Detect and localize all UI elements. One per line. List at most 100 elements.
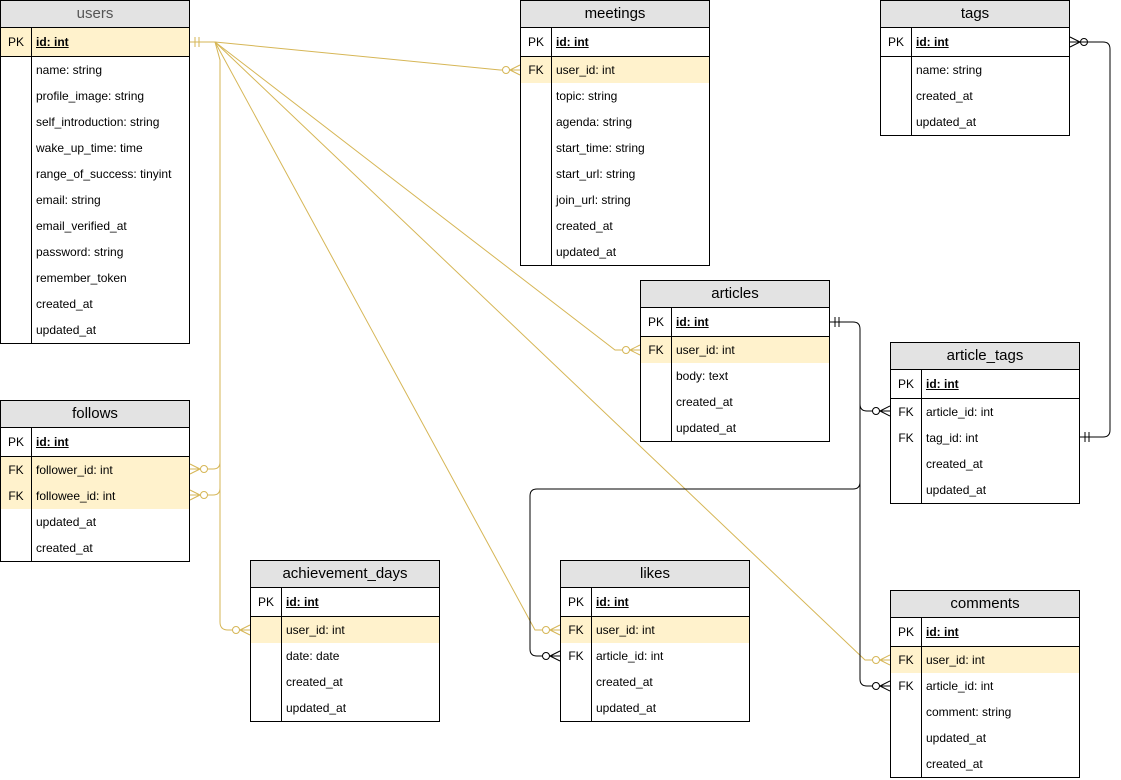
- field-name: created_at: [556, 219, 613, 233]
- field-name: password: string: [36, 245, 124, 259]
- crows-foot-icon: [629, 344, 641, 356]
- key-badge: PK: [897, 625, 914, 639]
- field-row[interactable]: date: date: [251, 643, 439, 669]
- field-row[interactable]: name: string: [881, 57, 1069, 83]
- field-name: agenda: string: [556, 115, 633, 129]
- crows-foot-icon: [879, 680, 891, 692]
- field-row[interactable]: created_at: [891, 451, 1079, 477]
- key-badge: FK: [568, 649, 584, 663]
- field-row[interactable]: email_verified_at: [1, 213, 189, 239]
- field-name: updated_at: [556, 245, 617, 259]
- field-row[interactable]: email: string: [1, 187, 189, 213]
- field-row[interactable]: wake_up_time: time: [1, 135, 189, 161]
- field-row[interactable]: updated_at: [251, 695, 439, 721]
- field-row[interactable]: FK article_id: int: [561, 643, 749, 669]
- field-row[interactable]: updated_at: [1, 317, 189, 343]
- field-row[interactable]: range_of_success: tinyint: [1, 161, 189, 187]
- field-row[interactable]: profile_image: string: [1, 83, 189, 109]
- zero-marker-icon: [872, 656, 880, 664]
- field-name: id: int: [676, 315, 709, 329]
- field-name: article_id: int: [926, 405, 994, 419]
- field-name: article_id: int: [596, 649, 664, 663]
- field-row[interactable]: created_at: [521, 213, 709, 239]
- field-row[interactable]: updated_at: [561, 695, 749, 721]
- field-name: email: string: [36, 193, 101, 207]
- field-name: id: int: [926, 377, 959, 391]
- field-row[interactable]: created_at: [251, 669, 439, 695]
- field-row[interactable]: start_time: string: [521, 135, 709, 161]
- link-articles-article-tags: [830, 321, 890, 412]
- article-tags-table-title: article_tags: [891, 343, 1079, 370]
- field-row[interactable]: user_id: int: [251, 617, 439, 643]
- key-badge: PK: [7, 435, 24, 449]
- field-row[interactable]: updated_at: [641, 415, 829, 441]
- field-row[interactable]: updated_at: [891, 725, 1079, 751]
- field-row[interactable]: created_at: [641, 389, 829, 415]
- field-name: updated_at: [596, 701, 657, 715]
- field-name: created_at: [926, 757, 983, 771]
- field-name: followee_id: int: [36, 489, 116, 503]
- field-row[interactable]: body: text: [641, 363, 829, 389]
- achievement-days-table-title: achievement_days: [251, 561, 439, 588]
- field-row[interactable]: created_at: [1, 291, 189, 317]
- field-row[interactable]: updated_at: [521, 239, 709, 265]
- field-row[interactable]: created_at: [891, 751, 1079, 777]
- field-row[interactable]: start_url: string: [521, 161, 709, 187]
- field-row[interactable]: password: string: [1, 239, 189, 265]
- zero-marker-icon: [872, 682, 880, 690]
- key-badge: PK: [527, 35, 544, 49]
- column-divider: [31, 28, 32, 343]
- field-row[interactable]: agenda: string: [521, 109, 709, 135]
- field-row[interactable]: created_at: [1, 535, 189, 561]
- key-badge: FK: [898, 405, 914, 419]
- column-divider: [551, 28, 552, 265]
- field-row[interactable]: created_at: [561, 669, 749, 695]
- field-row[interactable]: self_introduction: string: [1, 109, 189, 135]
- field-row[interactable]: topic: string: [521, 83, 709, 109]
- link-users-achievement: [219, 480, 250, 631]
- field-row[interactable]: join_url: string: [521, 187, 709, 213]
- field-row[interactable]: updated_at: [891, 477, 1079, 503]
- field-row[interactable]: name: string: [1, 57, 189, 83]
- field-row[interactable]: remember_token: [1, 265, 189, 291]
- field-name: name: string: [36, 63, 103, 77]
- field-row[interactable]: updated_at: [881, 109, 1069, 135]
- key-badge: PK: [887, 35, 904, 49]
- zero-marker-icon: [200, 465, 208, 473]
- field-row[interactable]: updated_at: [1, 509, 189, 535]
- field-row[interactable]: comment: string: [891, 699, 1079, 725]
- field-name: self_introduction: string: [36, 115, 160, 129]
- field-name: date: date: [286, 649, 340, 663]
- field-row[interactable]: FK article_id: int: [891, 399, 1079, 425]
- field-name: id: int: [286, 595, 319, 609]
- field-name: user_id: int: [926, 653, 985, 667]
- field-row[interactable]: created_at: [881, 83, 1069, 109]
- key-badge: FK: [898, 679, 914, 693]
